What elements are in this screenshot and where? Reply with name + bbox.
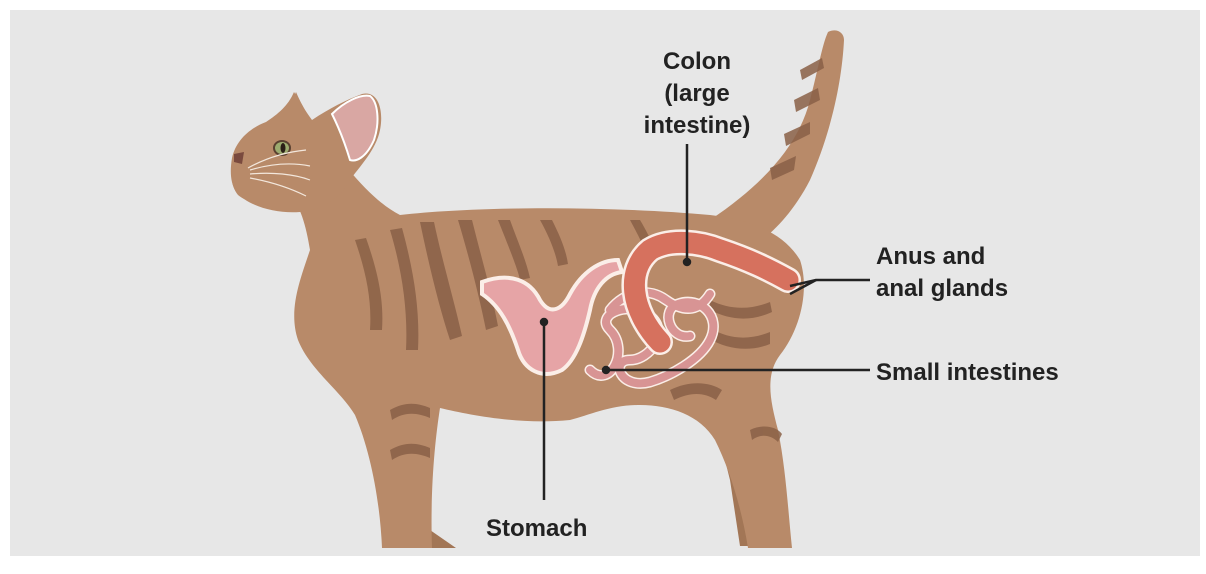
anus-label: Anus and anal glands [876,241,1008,305]
colon-label-line-2: (large [622,78,772,110]
stomach-label: Stomach [486,513,587,545]
diagram-panel: Colon (large intestine) Anus and anal gl… [10,10,1200,556]
cat-digestive-illustration [10,10,1200,556]
colon-label-line-1: Colon [622,46,772,78]
small-intestines-label: Small intestines [876,357,1059,389]
colon-label-line-3: intestine) [622,110,772,142]
anus-label-line-2: anal glands [876,273,1008,305]
anus-label-line-1: Anus and [876,241,1008,273]
colon-label: Colon (large intestine) [622,46,772,142]
